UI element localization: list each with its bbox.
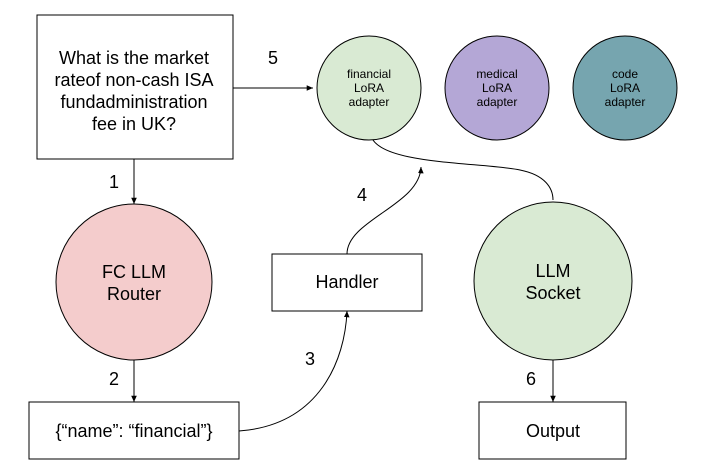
question-line-1: What is the market	[59, 48, 209, 68]
adapter-code-line-1: code	[612, 67, 638, 81]
handler-text: Handler	[315, 272, 378, 292]
socket-label-line-2: Socket	[525, 283, 580, 303]
question-line-4: fee in UK?	[92, 114, 176, 134]
adapter-financial-line-1: financial	[347, 67, 391, 81]
socket-circle	[473, 201, 633, 361]
output-text: Output	[526, 421, 580, 441]
router-circle	[55, 203, 213, 361]
adapter-code: code LoRA adapter	[572, 35, 678, 141]
adapter-medical-line-3: adapter	[477, 95, 518, 109]
adapter-financial: financial LoRA adapter	[316, 35, 422, 141]
router-label-line-2: Router	[107, 284, 161, 304]
adapter-code-line-2: LoRA	[610, 81, 640, 95]
step-label-4: 4	[357, 185, 367, 205]
step-label-2: 2	[109, 369, 119, 389]
adapter-medical-line-2: LoRA	[482, 81, 512, 95]
question-line-2: rateof non-cash ISA	[54, 70, 213, 90]
json-output-box: {“name”: “financial”}	[28, 401, 240, 460]
router-label-line-1: FC LLM	[102, 262, 166, 282]
router-node: FC LLM Router	[55, 203, 213, 361]
adapter-code-circle	[572, 35, 678, 141]
adapter-code-line-3: adapter	[605, 95, 646, 109]
adapter-medical: medical LoRA adapter	[444, 35, 550, 141]
handler-box: Handler	[271, 253, 423, 312]
json-output-text: {“name”: “financial”}	[55, 421, 212, 441]
step-label-5: 5	[268, 48, 278, 68]
adapter-medical-line-1: medical	[476, 67, 517, 81]
edge-adapter-to-socket	[370, 135, 554, 201]
adapter-financial-line-2: LoRA	[354, 81, 384, 95]
step-label-3: 3	[305, 349, 315, 369]
question-box: What is the market rateof non-cash ISA f…	[36, 14, 234, 160]
step-label-6: 6	[526, 369, 536, 389]
edge-handler-to-adapter-link	[346, 166, 424, 255]
adapter-financial-line-3: adapter	[349, 95, 390, 109]
edge-json-to-handler	[238, 310, 350, 432]
step-label-1: 1	[109, 172, 119, 192]
output-box: Output	[478, 401, 627, 460]
adapter-financial-circle	[316, 35, 422, 141]
adapter-medical-circle	[444, 35, 550, 141]
question-line-3: fundadministration	[60, 92, 207, 112]
socket-node: LLM Socket	[473, 201, 633, 361]
socket-label-line-1: LLM	[535, 261, 570, 281]
